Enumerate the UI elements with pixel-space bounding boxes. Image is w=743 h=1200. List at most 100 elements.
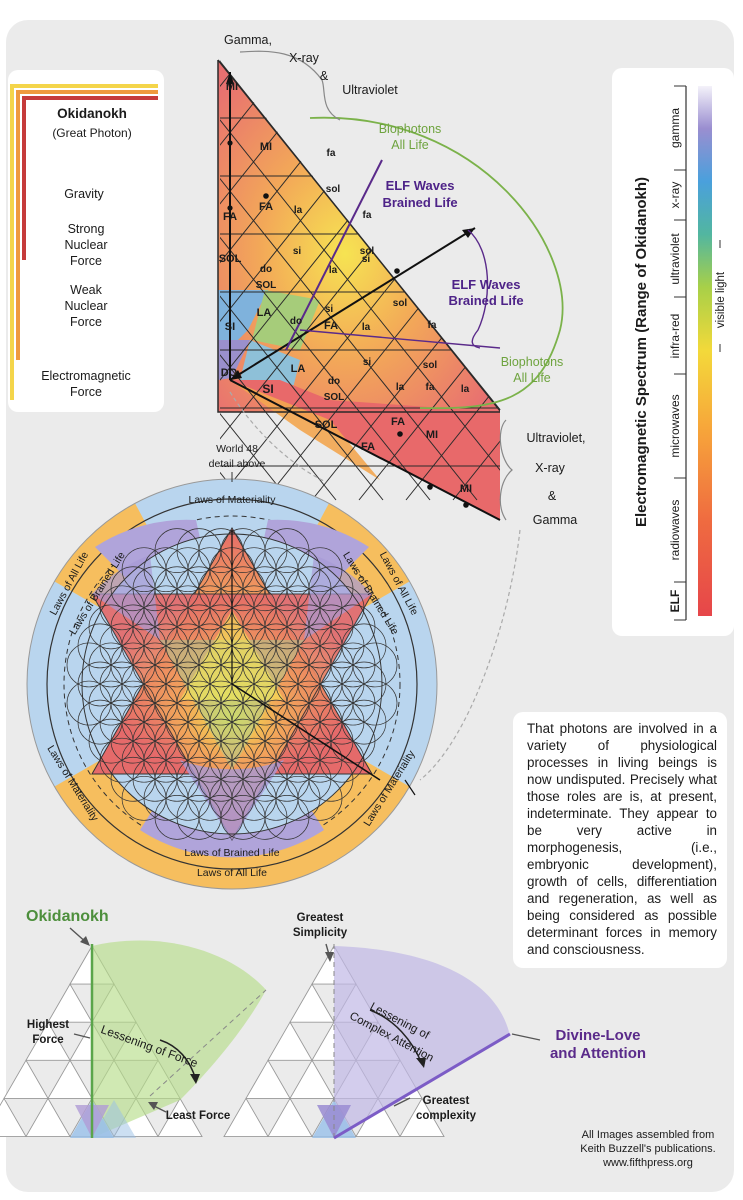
note-label: la — [461, 384, 470, 395]
note-label: FA — [391, 416, 405, 428]
top-label-1: Gamma, — [224, 33, 272, 47]
greatest-complexity-1: Greatest — [423, 1095, 470, 1107]
grid-triangle — [3, 1059, 49, 1099]
note-label: FA — [324, 320, 338, 332]
greatest-simplicity-2: Simplicity — [293, 927, 348, 939]
force-weak-3: Force — [70, 315, 102, 329]
spectrum-bar — [698, 86, 712, 616]
biophotons-top-2: All Life — [391, 138, 429, 152]
grid-line — [220, 60, 290, 501]
forces-panel: Okidanokh (Great Photon) Gravity Strong … — [8, 70, 164, 412]
force-em-2: Force — [70, 385, 102, 399]
band-gamma: gamma — [668, 108, 682, 148]
note-label: do — [260, 264, 272, 275]
band-xray: x-ray — [668, 182, 682, 209]
bottom-label-1: Ultraviolet, — [526, 431, 585, 445]
note-label: si — [362, 254, 371, 265]
note-label: FA — [361, 441, 375, 453]
least-force: Least Force — [166, 1110, 231, 1122]
world48-detail: MIMIFAFASOLdoSOLLASIDOSILASOLFAFAMIMIdoS… — [217, 0, 743, 521]
note-label: MI — [460, 483, 472, 495]
pattern-circle — [264, 795, 310, 840]
law-materiality-top: Laws of Materiality — [189, 494, 277, 506]
elf-top-1: ELF Waves — [386, 178, 455, 193]
grid-line — [735, 0, 743, 500]
divine-love-1: Divine-Love — [555, 1027, 640, 1044]
note-label: sol — [360, 246, 375, 257]
elf-top-2: Brained Life — [382, 195, 457, 210]
spectrum-panel — [612, 68, 734, 636]
note-label: MI — [426, 429, 438, 441]
top-label-2: X-ray — [289, 51, 320, 65]
note-label: MI — [226, 81, 238, 93]
divine-love-diagram — [223, 943, 541, 1140]
connector-right — [419, 529, 521, 781]
biophotons-mid-2: All Life — [513, 371, 551, 385]
note-label: SOL — [315, 419, 338, 431]
grid-triangle — [25, 1097, 71, 1137]
note-label: la — [396, 382, 405, 393]
grid-line — [220, 60, 337, 501]
note-label: SOL — [324, 392, 345, 403]
grid-triangle — [245, 1059, 291, 1099]
band-infrared: infra-red — [668, 314, 682, 359]
circle-caption-2: detail above — [209, 458, 266, 470]
note-label: FA — [259, 201, 273, 213]
credit-block: All Images assembled from Keith Buzzell'… — [560, 1128, 736, 1170]
force-weak-2: Nuclear — [64, 299, 107, 313]
okidanokh-title: Okidanokh — [26, 908, 109, 925]
grid-triangle — [25, 1021, 71, 1061]
grid-triangle — [267, 1021, 313, 1061]
highest-2: Force — [32, 1034, 63, 1046]
elf-mid-2: Brained Life — [448, 293, 523, 308]
note-label: do — [328, 376, 340, 387]
band-ultraviolet: ultraviolet — [668, 233, 682, 285]
note-label: la — [294, 205, 303, 216]
note-label: la — [362, 322, 371, 333]
greatest-complexity-2: complexity — [416, 1110, 477, 1122]
note-label: fa — [426, 382, 435, 393]
grid-line — [358, 60, 500, 501]
grid-line — [405, 60, 500, 501]
note-label: FA — [223, 211, 237, 223]
highest-1: Highest — [27, 1019, 69, 1031]
note-label: DO — [221, 367, 238, 379]
note-label: fa — [327, 148, 336, 159]
note-label: si — [293, 246, 302, 257]
note-label: do — [290, 316, 302, 327]
grid-line — [220, 60, 290, 501]
note-label: sol — [423, 360, 438, 371]
grid-triangle — [0, 1097, 27, 1137]
note-label: SI — [262, 382, 273, 396]
bottom-label-3: & — [548, 489, 557, 503]
band-elf: ELF — [668, 590, 682, 613]
force-strong-2: Nuclear — [64, 238, 107, 252]
note-label: SI — [225, 321, 235, 333]
note-label: LA — [257, 307, 272, 319]
note-label: sol — [393, 298, 408, 309]
note-label: LA — [291, 363, 306, 375]
force-em-1: Electromagnetic — [41, 369, 131, 383]
note-label: sol — [326, 184, 341, 195]
grid-line — [220, 60, 384, 501]
top-label-4: Ultraviolet — [342, 83, 398, 97]
note-label: la — [329, 265, 338, 276]
force-weak-1: Weak — [70, 283, 102, 297]
forces-subtitle: (Great Photon) — [52, 126, 131, 140]
photon-note: That photons are involved in a variety o… — [513, 712, 727, 968]
grid-triangle — [267, 1097, 313, 1137]
note-label: MI — [260, 141, 272, 153]
force-strong-1: Strong — [68, 222, 105, 236]
credit-line-3: www.fifthpress.org — [603, 1157, 693, 1169]
band-microwaves: microwaves — [668, 394, 682, 457]
biophotons-mid-1: Biophotons — [501, 355, 564, 369]
divine-love-2: and Attention — [550, 1045, 646, 1062]
force-strong-3: Force — [70, 254, 102, 268]
force-gravity: Gravity — [64, 187, 104, 201]
grid-triangle — [289, 983, 335, 1023]
spectrum-title: Electromagnetic Spectrum (Range of Okida… — [633, 177, 650, 527]
grid-triangle — [47, 983, 93, 1023]
pattern-circle — [242, 795, 288, 840]
elf-mid-1: ELF Waves — [452, 277, 521, 292]
